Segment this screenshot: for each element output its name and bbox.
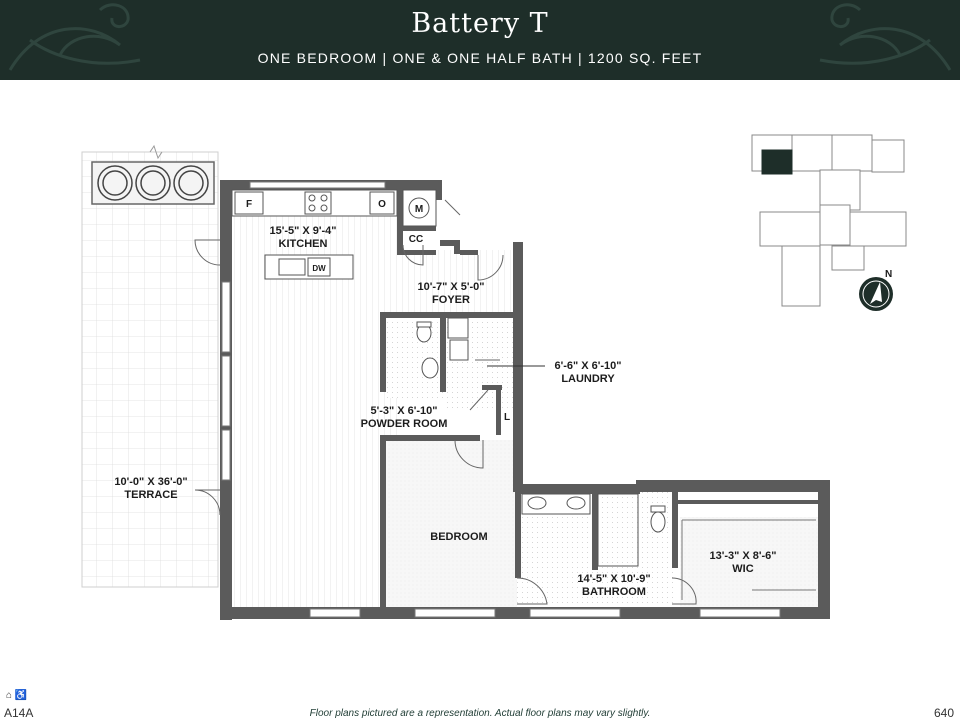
accessibility-icons: ⌂ ♿ — [6, 690, 28, 701]
linen-label: L — [504, 412, 510, 423]
floor-plan: F O DW M CC L — [81, 134, 907, 620]
foyer-floor — [400, 250, 515, 320]
wic-floor — [680, 517, 820, 609]
key-plan — [751, 134, 907, 307]
bedroom-floor — [385, 440, 517, 608]
bathroom-label: 14'-5" X 10'-9" BATHROOM — [577, 573, 650, 598]
terrace-name: TERRACE — [124, 489, 177, 501]
powder-fixtures — [416, 321, 439, 379]
coat-closet-label: CC — [409, 234, 423, 245]
sink-icon — [278, 258, 306, 276]
north-arrow-icon: N — [859, 269, 893, 311]
powder-floor — [385, 318, 445, 398]
kitchen-floor — [230, 188, 400, 608]
unit-subtitle: ONE BEDROOM | ONE & ONE HALF BATH | 1200… — [257, 50, 703, 66]
north-label: N — [885, 269, 892, 280]
oven-label: O — [378, 199, 386, 210]
wic-name: WIC — [732, 563, 753, 575]
kitchen-label: 15'-5" X 9'-4" KITCHEN — [269, 225, 336, 250]
bedroom-label: BEDROOM — [430, 531, 487, 543]
laundry-label: 6'-6" X 6'-10" LAUNDRY — [487, 360, 622, 385]
terrace-label: 10'-0" X 36'-0" TERRACE — [114, 476, 187, 501]
foyer-dims: 10'-7" X 5'-0" — [417, 281, 484, 293]
foyer-label: 10'-7" X 5'-0" FOYER — [417, 281, 484, 306]
laundry-fixtures — [447, 317, 469, 361]
powder-room-label: 5'-3" X 6'-10" POWDER ROOM — [361, 405, 448, 430]
page-number: 640 — [933, 706, 954, 720]
kitchen-name: KITCHEN — [279, 238, 328, 250]
doors — [194, 199, 697, 605]
bathroom-fixtures — [521, 493, 666, 567]
terrace-dims: 10'-0" X 36'-0" — [114, 476, 187, 488]
laundry-dims: 6'-6" X 6'-10" — [554, 360, 621, 372]
planter-icon — [91, 161, 215, 205]
powder-room-name: POWDER ROOM — [361, 418, 448, 430]
bathroom-dims: 14'-5" X 10'-9" — [577, 573, 650, 585]
windows — [221, 181, 781, 618]
left-ornament-icon — [8, 3, 141, 71]
dishwasher-label: DW — [312, 264, 326, 273]
wic-dims: 13'-3" X 8'-6" — [709, 550, 776, 562]
right-ornament-icon — [819, 3, 952, 71]
mechanical-label: M — [415, 204, 423, 215]
fridge-label: F — [246, 199, 252, 210]
kitchen-fixtures: F O DW — [231, 189, 398, 280]
unit-code: A14A — [4, 706, 34, 720]
wic-label: 13'-3" X 8'-6" WIC — [709, 550, 776, 575]
bathroom-name: BATHROOM — [582, 586, 646, 598]
cooktop-icon — [308, 194, 328, 212]
header-banner: Battery T ONE BEDROOM | ONE & ONE HALF B… — [0, 0, 960, 80]
powder-room-dims: 5'-3" X 6'-10" — [370, 405, 437, 417]
terrace — [81, 144, 219, 588]
unit-highlight — [761, 149, 793, 175]
bedroom-name: BEDROOM — [430, 531, 487, 543]
water-heater-icon — [408, 197, 430, 219]
disclaimer-text: Floor plans pictured are a representatio… — [309, 708, 651, 719]
foyer-name: FOYER — [432, 294, 470, 306]
laundry-name: LAUNDRY — [561, 373, 615, 385]
unit-title: Battery T — [411, 8, 549, 39]
wic-shelving — [681, 519, 816, 600]
kitchen-dims: 15'-5" X 9'-4" — [269, 225, 336, 237]
